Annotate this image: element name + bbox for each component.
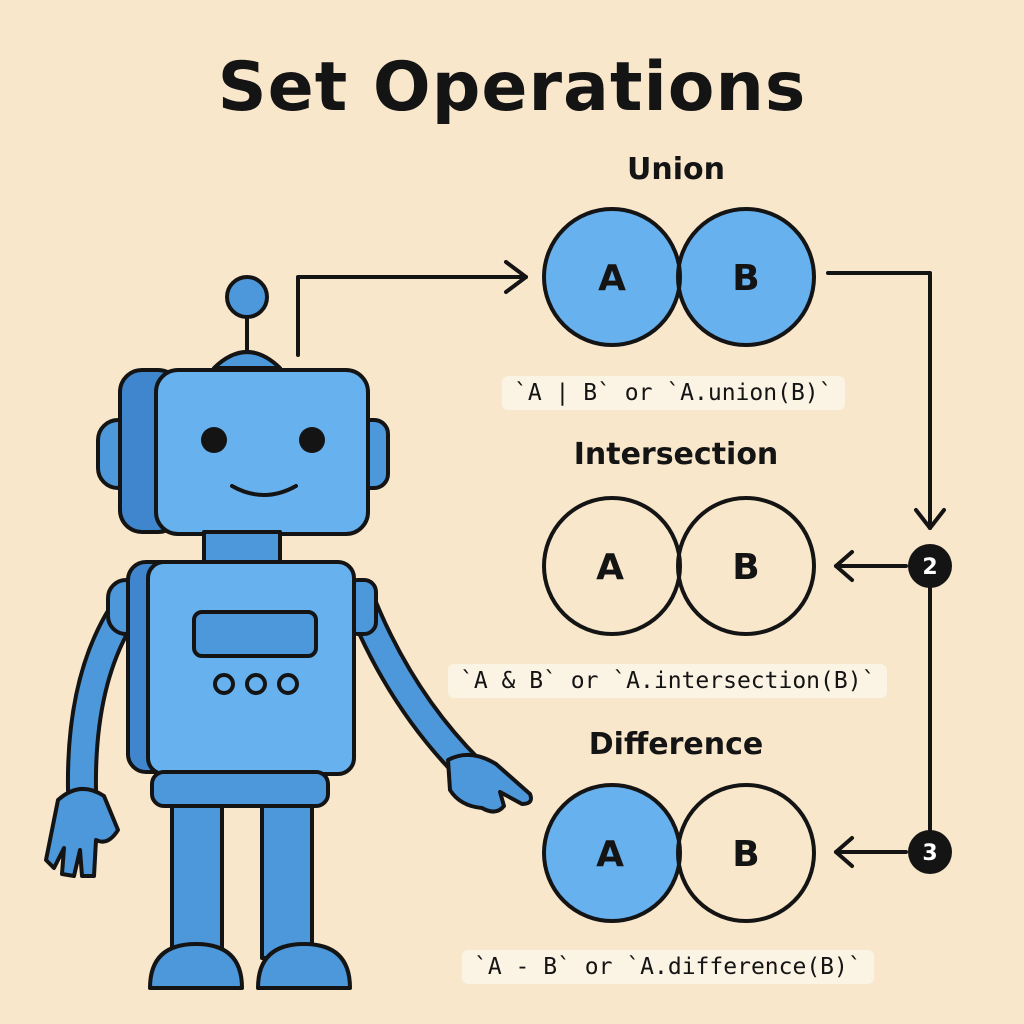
union-title: Union [627,152,725,187]
union-to-step-line [826,271,932,530]
robot-illustration [44,275,533,990]
robot-hips [150,770,330,808]
robot-display-panel [192,610,318,658]
intersection-title: Intersection [573,437,779,472]
intersection-venn: A B [542,496,816,636]
union-label-a: A [598,258,626,299]
robot-right-eye [299,427,325,453]
robot-button-3 [277,673,299,695]
robot-right-hand [446,752,533,814]
difference-code: `A - B` or `A.difference(B)` [462,950,874,984]
difference-label-b: B [732,834,759,875]
union-venn: A B [542,207,816,347]
difference-title: Difference [588,727,764,762]
robot-head [154,368,370,536]
intersection-code: `A & B` or `A.intersection(B)` [448,664,888,698]
step-badge-2: 2 [908,544,952,588]
union-label-b: B [732,258,759,299]
robot-button-1 [213,673,235,695]
robot-left-leg [170,804,224,960]
intersection-arrowhead [834,550,854,582]
page-title: Set Operations [217,48,807,127]
intersection-label-a: A [596,547,624,588]
robot-antenna-ball [225,275,269,319]
robot-body [146,560,356,776]
difference-venn: A B [542,783,816,923]
intersection-label-b: B [732,547,759,588]
robot-smile [230,484,298,497]
robot-left-hand [44,787,120,878]
robot-button-2 [245,673,267,695]
union-arrowhead [504,260,528,294]
step-badge-3: 3 [908,830,952,874]
step-3-text: 3 [922,841,937,866]
robot-left-eye [201,427,227,453]
difference-label-a: A [596,834,624,875]
robot-left-foot [148,942,244,990]
robot-to-union-line [296,275,528,357]
difference-arrowhead [834,836,854,868]
robot-right-leg [260,804,314,960]
step-2-text: 2 [922,555,937,580]
robot-right-foot [256,942,352,990]
down-arrowhead [914,508,946,530]
flow-connectors [296,260,946,868]
robot-head-cap [212,350,282,370]
union-code: `A | B` or `A.union(B)` [502,376,845,410]
